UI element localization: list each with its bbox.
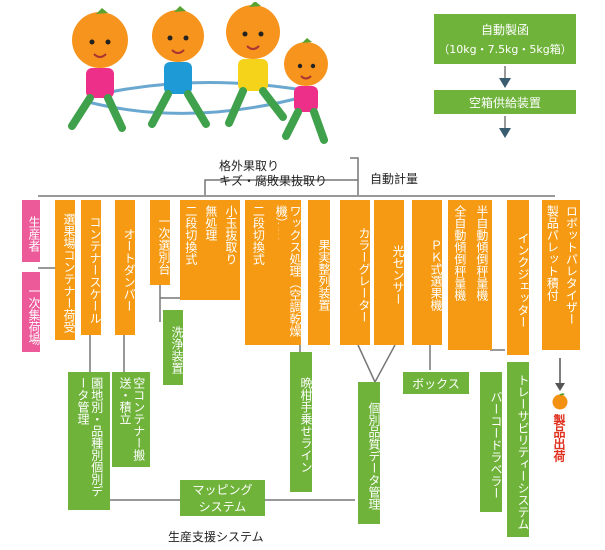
empty-box-supply-label: 空箱供給装置 (468, 95, 541, 110)
box-sizes-label: （10kg・7.5kg・5kg箱） (438, 43, 572, 56)
empty-container-label: 空コンテナー搬送・積立 (118, 377, 146, 461)
robot-palletizer-label: ロボットパレタイザー (564, 205, 579, 325)
optical-sensor-box: 光センサー (374, 200, 405, 345)
two-stage-switch-label-1: 二段切換式 (183, 205, 198, 265)
traceability-system-box: トレーサビリティーシステム (507, 362, 530, 537)
off-grade-removal-label: 格外果取り (219, 159, 280, 173)
damaged-fruit-removal-label: キズ・腐敗果抜取り (219, 174, 328, 188)
no-treatment-label-1: 無処理 (203, 205, 218, 241)
weighing-machine-box: 半自動傾倒秤量機 全自動傾倒秤量機 (448, 200, 492, 350)
producer-box: 生産者 (22, 200, 41, 262)
auto-dumper-box: オートダンパー (115, 200, 136, 335)
auto-box-making-label: 自動製函 (480, 23, 529, 37)
color-grader-box: カラーグレーター (340, 200, 371, 345)
wax-treatment-box: ワックス処理（空調乾燥機） (274, 200, 302, 345)
small-fruit-removal-label: 小玉抜取り (223, 205, 238, 265)
late-citrus-line-box: 晩柑手乗せライン (290, 352, 313, 492)
pk-sorter-box: ＰＫ式選果機 (412, 200, 443, 345)
washing-device-box: 洗浄装置 (163, 310, 184, 385)
farm-data-management-box: 園地別・品種別個別データ管理 (68, 372, 110, 510)
small-fruit-removal-box: 小玉抜取り 無処理 二段切換式 (180, 200, 240, 300)
farm-data-management-label: 園地別・品種別個別データ管理 (76, 377, 104, 497)
container-scale-box: コンテナースケール (81, 200, 102, 335)
production-support-system-label: 生産支援システム (168, 530, 264, 544)
orange-fruit-icon (552, 393, 568, 410)
container-reception-box: 選果場コンテナー荷受 (55, 200, 76, 340)
empty-container-box: 空コンテナー搬送・積立 (112, 372, 150, 467)
robot-palletizer-box: ロボットパレタイザー 製品パレット積付 (542, 200, 580, 350)
auto-box-making-box: 自動製函 （10kg・7.5kg・5kg箱） (434, 14, 576, 64)
empty-box-supply-box: 空箱供給装置 (434, 90, 576, 114)
orange-characters-illustration (68, 2, 328, 144)
semi-auto-weigher-label: 半自動傾倒秤量機 (474, 205, 489, 301)
pallet-loading-label: 製品パレット積付 (545, 205, 560, 301)
collection-site-box: 一次集荷場 (22, 272, 41, 352)
product-shipment-label: 製品出荷 (552, 414, 566, 462)
barcode-labeler-box: バーコードラベラー (480, 372, 503, 512)
box-label-box: ボックス (403, 372, 469, 394)
mapping-system-box: マッピング システム (180, 480, 265, 516)
full-auto-weigher-label: 全自動傾倒秤量機 (452, 205, 467, 301)
auto-weighing-label: 自動計量 (370, 172, 419, 186)
mapping-label: マッピング (192, 483, 253, 497)
primary-sorting-table-box: 一次選別台 (150, 200, 171, 285)
two-stage-switch-label-2: 二段切換式 (251, 205, 266, 265)
quality-data-management-box: 個別品質データ管理 (358, 382, 381, 524)
system-label: システム (198, 500, 247, 514)
inkjet-box: インクジェッター (507, 200, 530, 355)
fruit-alignment-box: 果実整列装置 (308, 200, 331, 345)
